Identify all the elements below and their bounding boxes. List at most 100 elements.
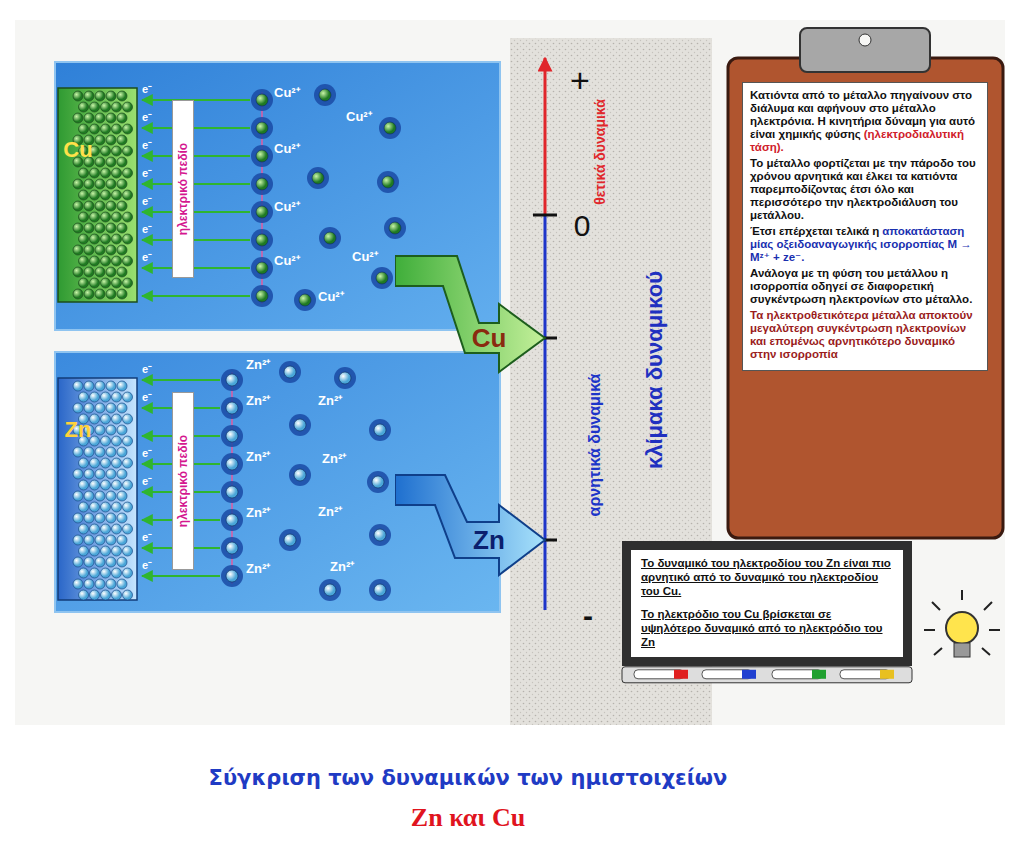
ion-label: Zn²⁺ — [318, 505, 342, 518]
clip — [800, 28, 930, 72]
metal-atom — [84, 381, 94, 391]
metal-atom — [84, 557, 94, 567]
hydration-shell — [369, 419, 391, 441]
metal-atom — [95, 425, 105, 435]
metal-ion — [226, 402, 238, 414]
field-arrow — [142, 239, 250, 241]
metal-atom — [101, 436, 111, 446]
metal-ion — [376, 272, 388, 284]
node-text: θετικά δυναμικά — [593, 99, 607, 205]
metal-atom — [84, 245, 94, 255]
ion — [334, 367, 356, 389]
metal-atom — [90, 168, 100, 178]
metal-atom — [106, 267, 116, 277]
arrow-outline — [395, 475, 545, 575]
paragraph: Κατιόντα από το μέταλλο πηγαίνουν στο δι… — [750, 89, 980, 154]
metal-atom — [95, 245, 105, 255]
metal-atom — [90, 590, 100, 600]
metal-atom — [101, 190, 111, 200]
ion-label: Zn²⁺ — [318, 394, 342, 407]
metal-atom — [117, 513, 127, 523]
hydration-shell — [279, 529, 301, 551]
metal-atom — [112, 168, 122, 178]
ion — [319, 227, 341, 249]
metal-atom — [106, 223, 116, 233]
metal-atom — [123, 502, 133, 512]
metal-atom — [117, 447, 127, 457]
hydration-shell — [289, 464, 311, 486]
metal-atom — [106, 381, 116, 391]
ion — [251, 285, 273, 307]
hydration-shell — [221, 509, 243, 531]
metal-atom — [73, 289, 83, 299]
metal-atom — [90, 234, 100, 244]
field-arrow — [142, 127, 250, 129]
metal-ion — [339, 372, 351, 384]
metal-atom — [79, 458, 89, 468]
caption: Σύγκριση των δυναμικών των ημιστοιχείων — [209, 766, 728, 790]
paragraph: Ανάλογα με τη φύση του μετάλλου η ισορρο… — [750, 267, 980, 306]
ion — [221, 397, 243, 419]
node-text: ηλεκτρικό πεδίο — [177, 143, 189, 235]
metal-atom — [90, 190, 100, 200]
hydration-shell — [371, 267, 393, 289]
metal-atom — [101, 502, 111, 512]
hydration-shell — [289, 414, 311, 436]
metal-atom — [117, 403, 127, 413]
metal-ion — [384, 122, 396, 134]
ion — [367, 471, 389, 493]
bulb-rays — [924, 590, 1000, 655]
metal-ion — [294, 469, 306, 481]
metal-atom — [79, 124, 89, 134]
field-arrow — [142, 211, 250, 213]
metal-atom — [117, 579, 127, 589]
metal-atom — [123, 568, 133, 578]
metal-atom — [117, 245, 127, 255]
metal-atom — [117, 491, 127, 501]
metal-atom — [123, 480, 133, 490]
metal-atom — [123, 278, 133, 288]
metal-atom — [117, 113, 127, 123]
metal-atom — [112, 436, 122, 446]
metal-atom — [90, 524, 100, 534]
ion-label: Cu²⁺ — [352, 250, 378, 263]
metal-ion — [372, 476, 384, 488]
metal-atom — [84, 223, 94, 233]
clipboard-note: Κατιόντα από το μέταλλο πηγαίνουν στο δι… — [742, 82, 988, 371]
page-ground — [15, 20, 1005, 725]
metal-atom — [106, 135, 116, 145]
hydration-shell — [251, 257, 273, 279]
chalk-tray — [622, 667, 912, 683]
ion — [221, 369, 243, 391]
ion — [369, 579, 391, 601]
metal-ion — [374, 529, 386, 541]
bulb — [946, 612, 978, 644]
ion — [251, 201, 273, 223]
metal-atom — [79, 278, 89, 288]
ion — [221, 565, 243, 587]
metal-atom — [84, 579, 94, 589]
ion-label: Cu²⁺ — [346, 110, 372, 123]
metal-atom — [95, 179, 105, 189]
metal-atom — [84, 535, 94, 545]
ion — [294, 289, 316, 311]
node-text: Το μέταλλο φορτίζεται με την πάροδο του … — [750, 157, 976, 221]
metal-atom — [101, 256, 111, 266]
pointer-arrow: Cu — [395, 248, 547, 374]
ion — [221, 481, 243, 503]
metal-atom — [79, 256, 89, 266]
lightbulb — [924, 590, 1000, 657]
field-arrow — [142, 575, 220, 577]
electron-label: e⁻ — [142, 364, 152, 375]
metal-atom — [112, 568, 122, 578]
metal-atom — [112, 414, 122, 424]
node-text: Το ηλεκτρόδιο του Cu βρίσκεται σε υψηλότ… — [641, 608, 893, 649]
metal-atom — [101, 124, 111, 134]
field-arrow — [142, 183, 250, 185]
metal-atom — [90, 392, 100, 402]
metal-atom — [95, 267, 105, 277]
metal-ion — [324, 232, 336, 244]
metal-ion — [226, 514, 238, 526]
metal-atom — [101, 414, 111, 424]
metal-atom — [84, 513, 94, 523]
